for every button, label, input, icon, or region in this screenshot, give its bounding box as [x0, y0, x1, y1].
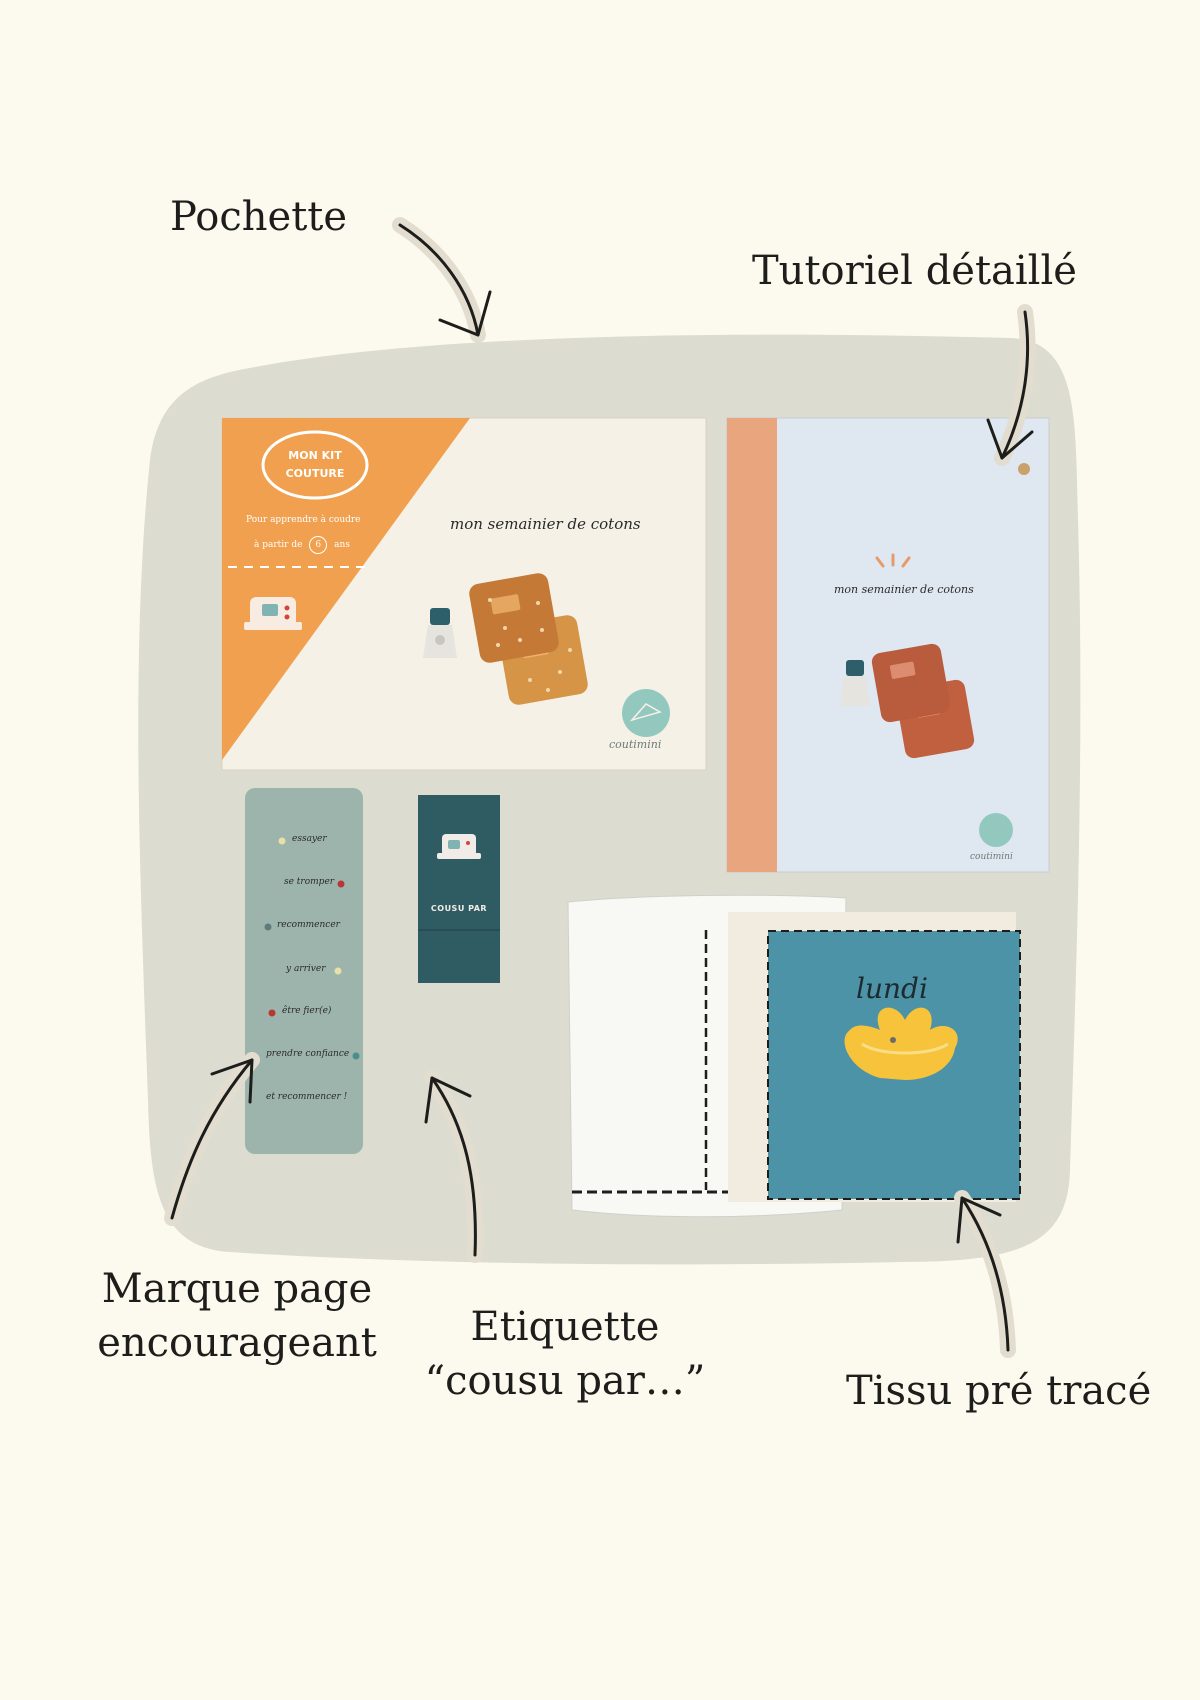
pouch	[221, 417, 707, 771]
bookmark-line: et recommencer !	[266, 1092, 348, 1102]
label-marque-page-line1: Marque page	[101, 1266, 373, 1312]
booklet-title: mon semainier de cotons	[834, 583, 974, 596]
brand-logo-icon	[622, 689, 670, 737]
bookmark-line: se tromper	[284, 877, 335, 887]
bookmark-line: essayer	[292, 834, 327, 844]
pouch-badge-line2: COUTURE	[285, 467, 345, 480]
cotton-pad-icon	[469, 573, 588, 705]
pouch-badge-line1: MON KIT	[288, 449, 342, 462]
bookmark-line: recommencer	[277, 920, 340, 930]
sun-icon	[875, 553, 911, 568]
pouch-badge: MON KIT COUTURE	[263, 447, 367, 483]
pouch-brand: coutimini	[609, 738, 662, 751]
sewing-machine-icon	[437, 834, 481, 859]
pouch-age-prefix: à partir de	[254, 540, 303, 550]
booklet	[726, 417, 1050, 873]
bookmark	[245, 788, 363, 1154]
label-etiquette-line2: “cousu par…”	[424, 1358, 706, 1404]
pouch-title: mon semainier de cotons	[450, 515, 641, 533]
pouch-tagline: Pour apprendre à coudre	[246, 515, 361, 525]
fabric-word: lundi	[856, 972, 928, 1005]
cotton-pad-icon	[871, 643, 975, 759]
bookmark-dots	[264, 837, 360, 1060]
label-etiquette: Etiquette “cousu par…”	[420, 1300, 710, 1408]
sewing-machine-icon	[244, 597, 302, 630]
shell-icon	[844, 1007, 958, 1080]
bookmark-line: être fier(e)	[282, 1006, 332, 1016]
label-tissu: Tissu pré tracé	[846, 1368, 1152, 1414]
label-marque-page-line2: encourageant	[97, 1320, 377, 1366]
pouch-age: à partir de 6 ans	[254, 536, 350, 554]
booklet-brand: coutimini	[970, 852, 1013, 862]
pouch-age-suffix: ans	[334, 540, 350, 550]
bookmark-line: prendre confiance	[266, 1049, 350, 1059]
fabric	[567, 894, 1021, 1218]
flask-icon	[423, 608, 457, 658]
tag-text: COUSU PAR	[430, 904, 488, 913]
bookmark-line: y arriver	[286, 964, 326, 974]
arrow-icon-pochette	[392, 217, 486, 343]
sewn-by-tag	[418, 795, 500, 983]
label-tutoriel: Tutoriel détaillé	[752, 248, 1077, 294]
flask-icon	[840, 660, 870, 706]
pouch-age-number: 6	[309, 536, 328, 554]
pouch-badge-oval	[261, 430, 369, 500]
label-etiquette-line1: Etiquette	[470, 1304, 660, 1350]
label-marque-page: Marque page encourageant	[92, 1262, 382, 1370]
label-pochette: Pochette	[170, 194, 348, 240]
brand-logo-icon	[979, 813, 1013, 847]
